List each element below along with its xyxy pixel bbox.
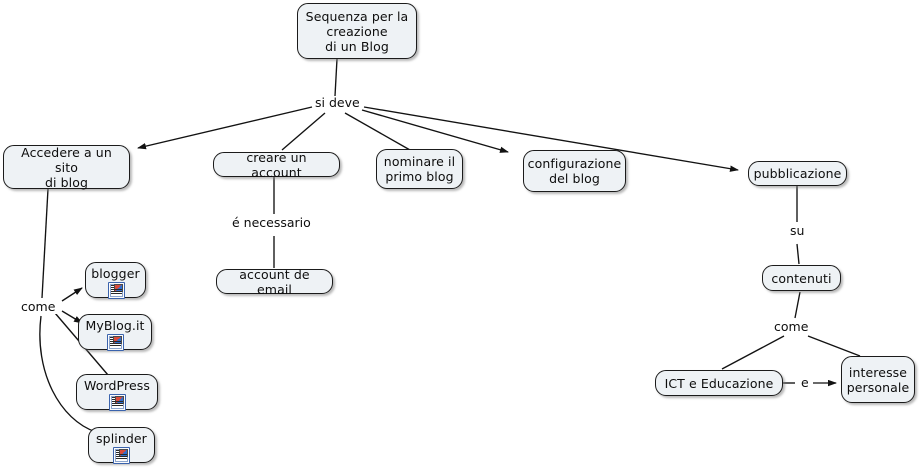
node-ict-educazione[interactable]: ICT e Educazione (655, 370, 783, 396)
link-label-come-left: come (19, 299, 58, 314)
edge-come-ict (721, 335, 785, 370)
edge-come-interesse (807, 335, 861, 357)
edge-come-blogger (61, 287, 83, 302)
icon-wide-lines (110, 341, 121, 348)
node-nominare-primo-blog[interactable]: nominare il primo blog (376, 149, 463, 189)
document-resource-icon[interactable] (108, 282, 125, 299)
icon-wide-lines (116, 454, 127, 461)
node-contenuti[interactable]: contenuti (762, 265, 841, 291)
link-label-e-necessario: é necessario (230, 215, 313, 230)
edge-sideve-accedere (137, 106, 313, 150)
node-wordpress-label: WordPress (84, 378, 150, 393)
link-label-come-right: come (772, 319, 811, 334)
node-root-label: Sequenza per la creazione di un Blog (305, 8, 409, 54)
edge-sideve-nominare (344, 112, 411, 151)
document-resource-icon[interactable] (109, 394, 126, 411)
edge-su-contenuti (796, 243, 800, 265)
link-label-su: su (788, 223, 807, 238)
node-accedere-sito-blog-label: Accedere a un sito di blog (21, 144, 112, 190)
document-resource-icon[interactable] (113, 447, 130, 464)
icon-wide-lines (111, 289, 122, 296)
node-creare-account[interactable]: creare un account (213, 149, 340, 180)
node-interesse-personale[interactable]: interesse personale (841, 356, 915, 403)
link-label-si-deve: si deve (313, 95, 362, 110)
node-account-email[interactable]: account de email (216, 266, 333, 297)
node-pubblicazione[interactable]: pubblicazione (748, 161, 847, 186)
node-blogger-label: blogger (91, 266, 140, 281)
edge-accedere-come (41, 188, 49, 299)
node-accedere-sito-blog[interactable]: Accedere a un sito di blog (3, 144, 130, 190)
node-creare-account-label: creare un account (246, 149, 307, 180)
edge-sideve-creare (281, 112, 326, 151)
node-pubblicazione-label: pubblicazione (753, 166, 842, 181)
edge-sideve-configurazione (361, 109, 509, 153)
node-configurazione-blog-label: configurazione del blog (527, 156, 622, 186)
node-myblog-it[interactable]: MyBlog.it (78, 314, 152, 350)
node-myblog-it-label: MyBlog.it (85, 318, 145, 333)
link-label-e: e (799, 375, 811, 390)
node-nominare-primo-blog-label: nominare il primo blog (383, 154, 456, 184)
node-root[interactable]: Sequenza per la creazione di un Blog (297, 3, 417, 59)
edge-contenuti-come (794, 291, 801, 319)
node-splinder-label: splinder (96, 431, 147, 446)
node-ict-educazione-label: ICT e Educazione (664, 375, 774, 391)
node-interesse-personale-label: interesse personale (846, 364, 910, 395)
node-configurazione-blog[interactable]: configurazione del blog (523, 150, 626, 192)
edge-come-splinder (39, 315, 97, 433)
edge-root-sideve (334, 58, 338, 97)
document-resource-icon[interactable] (107, 334, 124, 351)
node-contenuti-label: contenuti (771, 270, 832, 286)
icon-wide-lines (112, 401, 123, 408)
node-account-email-label: account de email (239, 266, 310, 297)
edge-sideve-pubblicazione (363, 106, 739, 172)
